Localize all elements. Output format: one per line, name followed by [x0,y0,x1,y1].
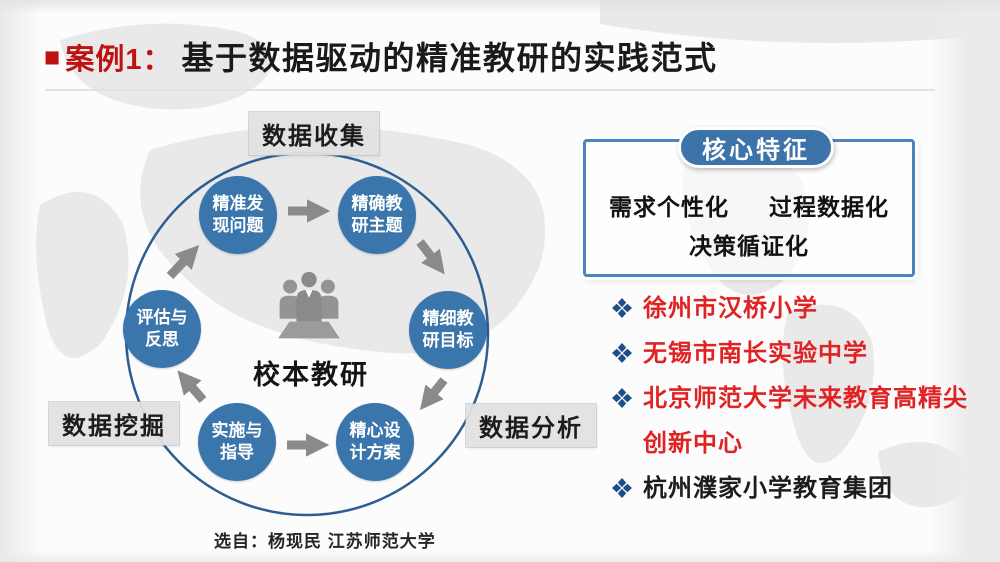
case-item-bnu: 北京师范大学未来教育高精尖 创新中心 [612,376,972,466]
case-list: 徐州市汉桥小学 无锡市南长实验中学 [612,286,972,511]
cycle-center-label: 校本教研 [253,360,369,390]
title-case-label: 案例1： [65,44,173,76]
case-item-xuzhou: 徐州市汉桥小学 [612,286,972,331]
case-text: 无锡市南长实验中学 [643,340,868,367]
case-text: 杭州濮家小学教育集团 [643,475,893,502]
case-item-hangzhou: 杭州濮家小学教育集团 [612,466,972,511]
case-text: 北京师范大学未来教育高精尖 创新中心 [643,385,968,457]
cycle-node-find-problems: 精准发 现问题 [199,176,277,254]
arrow-implement-to-evaluate-icon [177,370,207,403]
arrow-topic-to-goal-icon [416,239,445,275]
diamond-bullet-icon [612,343,632,363]
people-meeting-icon [278,271,340,339]
cycle-node-evaluate-reflect: 评估与 反思 [123,290,201,368]
diamond-bullet-icon [612,388,632,408]
cycle-node-research-topic: 精确教 研主题 [338,176,416,254]
feature-row: 需求个性化 过程数据化 [583,188,915,222]
feature-item-process: 过程数据化 [769,194,889,220]
title-divider [45,89,935,91]
case-item-wuxi: 无锡市南长实验中学 [612,331,972,376]
diamond-bullet-icon [612,298,632,318]
stage-label-data-collection: 数据收集 [249,112,379,155]
cycle-node-design-plan: 精心设 计方案 [336,403,414,481]
stage-label-data-mining: 数据挖掘 [49,402,179,445]
arrow-evaluate-to-find-icon [166,244,200,280]
feature-item-decision: 决策循证化 [689,233,809,259]
diamond-bullet-icon [612,478,632,498]
title-square-marker-icon: ■ [44,42,61,72]
page-title: ■ 案例1： 基于数据驱动的精准教研的实践范式 [44,33,717,79]
source-attribution: 选自：杨现民 江苏师范大学 [214,532,436,551]
stage-label-data-analysis: 数据分析 [466,404,596,447]
case-text: 徐州市汉桥小学 [643,295,818,322]
title-text: 基于数据驱动的精准教研的实践范式 [181,40,718,76]
feature-panel-title-pill: 核心特征 [678,127,834,168]
cycle-node-research-goal: 精细教 研目标 [409,291,487,369]
arrow-goal-to-plan-icon [419,377,448,411]
cycle-node-implement-guide: 实施与 指导 [198,403,276,481]
feature-item-demand: 需求个性化 [609,194,729,220]
